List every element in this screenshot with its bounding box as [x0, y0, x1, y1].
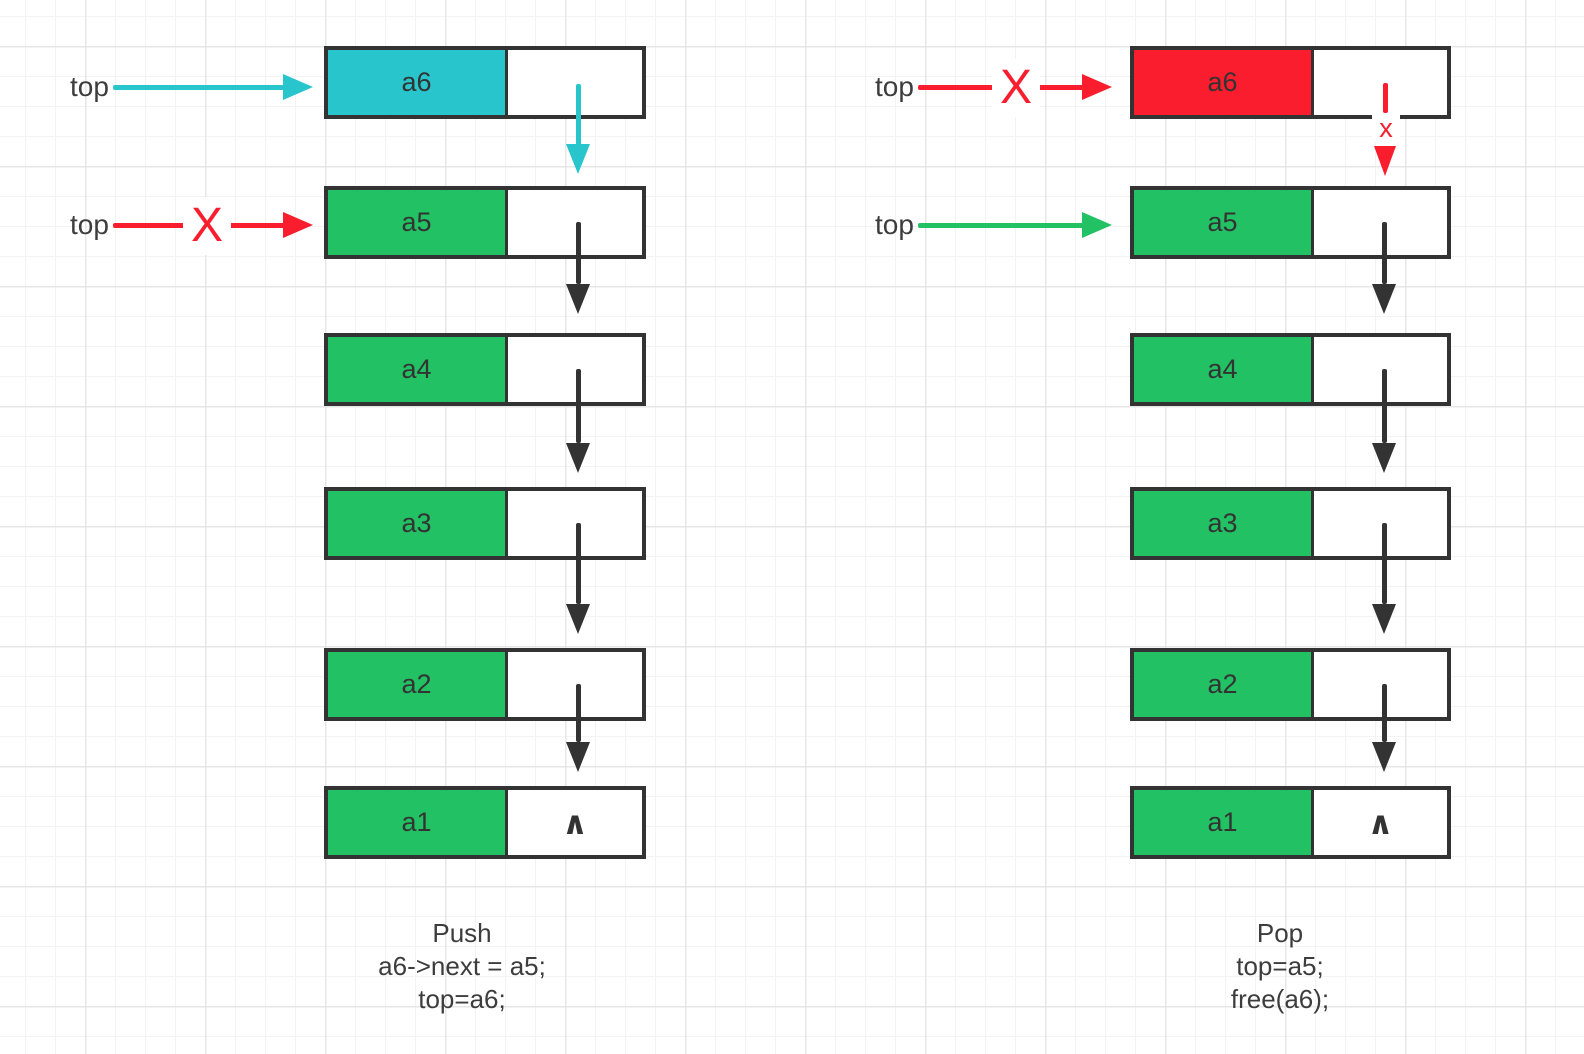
- push-node-a2: a2: [324, 648, 646, 721]
- push-top-arrow-line: [113, 85, 285, 90]
- push-node-a6-value-cell: a6: [328, 50, 508, 115]
- push-caption: Push a6->next = a5; top=a6;: [312, 917, 612, 1016]
- pop-broken-link-cross-icon: x: [1372, 114, 1400, 142]
- pop-old-top-arrowhead-icon: [1082, 74, 1112, 100]
- push-node-a1-null-marker: ∧: [508, 790, 642, 855]
- pop-top-pointer-label: top: [875, 209, 914, 240]
- pop-node-a5-value-cell: a5: [1134, 190, 1314, 255]
- pop-node-a4-value-cell: a4: [1134, 337, 1314, 402]
- pop-node-a1-value-cell: a1: [1134, 790, 1314, 855]
- push-link-a2-a1-arrowhead-icon: [566, 742, 590, 772]
- pop-link-a2-a1-line: [1382, 684, 1387, 742]
- push-node-a4: a4: [324, 333, 646, 406]
- push-caption-line: a6->next = a5;: [378, 951, 546, 981]
- push-link-a5-a4-arrowhead-icon: [566, 284, 590, 314]
- push-link-a3-a2-arrowhead-icon: [566, 604, 590, 634]
- push-link-a4-a3-arrowhead-icon: [566, 443, 590, 473]
- push-node-a3-value-cell: a3: [328, 491, 508, 556]
- pop-broken-link-arrowhead-icon: [1374, 146, 1396, 176]
- push-node-a3-next-cell: [508, 491, 642, 556]
- pop-node-a2-next-cell: [1314, 652, 1447, 717]
- push-node-a5-value-cell: a5: [328, 190, 508, 255]
- pop-node-a3-value-cell: a3: [1134, 491, 1314, 556]
- pop-link-a3-a2-arrowhead-icon: [1372, 604, 1396, 634]
- pop-node-a2-value-cell: a2: [1134, 652, 1314, 717]
- pop-link-a3-a2-line: [1382, 523, 1387, 604]
- push-node-a1-value-cell: a1: [328, 790, 508, 855]
- push-node-a6: a6: [324, 46, 646, 119]
- pop-node-a5: a5: [1130, 186, 1451, 259]
- pop-top-arrowhead-icon: [1082, 212, 1112, 238]
- push-link-a3-a2-line: [576, 523, 581, 604]
- pop-node-a4-next-cell: [1314, 337, 1447, 402]
- pop-caption-title: Pop: [1256, 918, 1304, 948]
- push-old-top-arrowhead-icon: [283, 212, 313, 238]
- push-link-a6-a5-arrowhead-icon: [566, 144, 590, 174]
- pop-node-a6-next-cell: [1314, 50, 1447, 115]
- pop-old-top-cross-icon: X: [992, 59, 1040, 117]
- pop-node-a6-value-cell: a6: [1134, 50, 1314, 115]
- push-caption-line: top=a6;: [418, 984, 506, 1014]
- pop-node-a6: a6: [1130, 46, 1451, 119]
- pop-node-a4: a4: [1130, 333, 1451, 406]
- push-old-top-pointer-label: top: [70, 209, 109, 240]
- pop-top-arrow-line: [918, 223, 1084, 228]
- pop-node-a3: a3: [1130, 487, 1451, 560]
- push-top-arrowhead-icon: [283, 74, 313, 100]
- pop-old-top-pointer-label: top: [875, 71, 914, 102]
- push-link-a5-a4-line: [576, 222, 581, 284]
- push-caption-title: Push: [432, 918, 492, 948]
- push-node-a5-next-cell: [508, 190, 642, 255]
- pop-caption-line: top=a5;: [1236, 951, 1324, 981]
- push-node-a1: a1 ∧: [324, 786, 646, 859]
- push-node-a2-value-cell: a2: [328, 652, 508, 717]
- pop-caption-line: free(a6);: [1230, 984, 1330, 1014]
- pop-node-a3-next-cell: [1314, 491, 1447, 556]
- pop-link-a5-a4-line: [1382, 222, 1387, 284]
- pop-link-a5-a4-arrowhead-icon: [1372, 284, 1396, 314]
- pop-node-a1-null-marker: ∧: [1314, 790, 1447, 855]
- push-link-a2-a1-line: [576, 684, 581, 742]
- push-node-a6-next-cell: [508, 50, 642, 115]
- push-node-a3: a3: [324, 487, 646, 560]
- pop-caption: Pop top=a5; free(a6);: [1130, 917, 1430, 1016]
- push-old-top-cross-icon: X: [183, 197, 231, 255]
- push-node-a4-next-cell: [508, 337, 642, 402]
- push-link-a6-a5-line: [576, 84, 581, 146]
- pop-node-a2: a2: [1130, 648, 1451, 721]
- push-link-a4-a3-line: [576, 369, 581, 443]
- push-top-pointer-label: top: [70, 71, 109, 102]
- pop-link-a4-a3-line: [1382, 369, 1387, 443]
- push-node-a4-value-cell: a4: [328, 337, 508, 402]
- pop-node-a1: a1 ∧: [1130, 786, 1451, 859]
- pop-link-a4-a3-arrowhead-icon: [1372, 443, 1396, 473]
- pop-broken-link-dash: [1383, 83, 1388, 113]
- push-node-a2-next-cell: [508, 652, 642, 717]
- push-node-a5: a5: [324, 186, 646, 259]
- pop-link-a2-a1-arrowhead-icon: [1372, 742, 1396, 772]
- pop-node-a5-next-cell: [1314, 190, 1447, 255]
